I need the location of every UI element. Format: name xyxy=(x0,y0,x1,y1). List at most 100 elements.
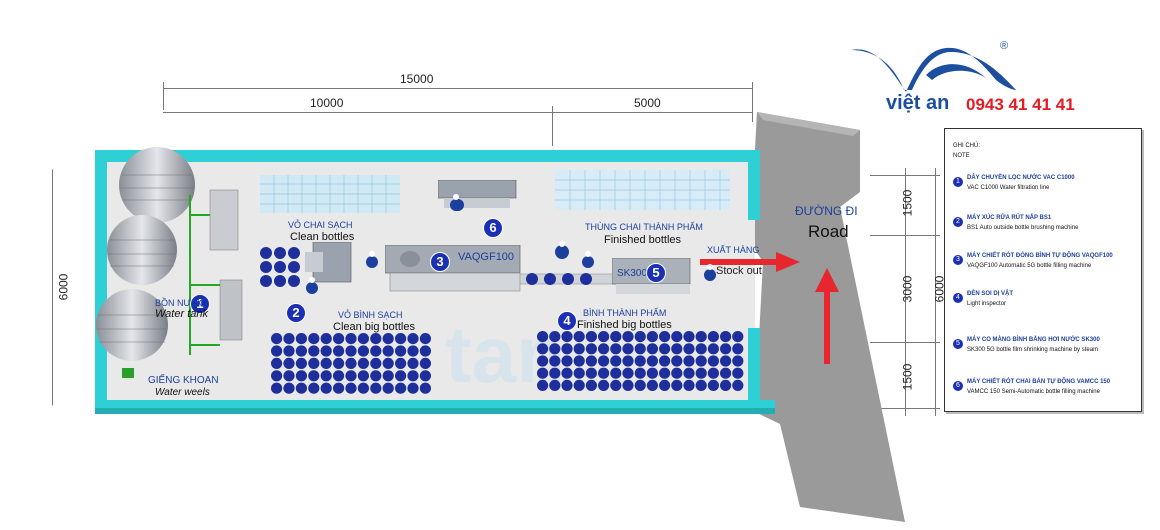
big-bottle xyxy=(707,367,719,379)
note-title-vi: GHI CHÚ: xyxy=(953,143,980,149)
big-bottle xyxy=(573,343,585,355)
big-bottle xyxy=(271,370,283,382)
big-bottle xyxy=(610,355,622,367)
big-bottle xyxy=(671,367,683,379)
big-bottle xyxy=(720,379,732,391)
big-bottle xyxy=(370,345,382,357)
big-bottle xyxy=(419,345,431,357)
big-bottle xyxy=(295,382,307,394)
big-bottle xyxy=(720,367,732,379)
big-bottle xyxy=(659,355,671,367)
big-bottle xyxy=(357,382,369,394)
label-water-wells-vi: GIẾNG KHOAN xyxy=(148,375,219,386)
big-bottle xyxy=(707,355,719,367)
big-bottle xyxy=(271,345,283,357)
big-bottle xyxy=(333,345,345,357)
big-bottle xyxy=(537,355,549,367)
big-bottle xyxy=(283,382,295,394)
big-bottle xyxy=(295,345,307,357)
big-bottle xyxy=(537,367,549,379)
note-panel: GHI CHÚ: NOTE 1 DÂY CHUYỀN LỌC NƯỚC VAC … xyxy=(944,128,1142,412)
big-bottle xyxy=(561,367,573,379)
big-bottle xyxy=(333,333,345,345)
dim-top-total: 15000 xyxy=(400,72,434,86)
big-bottle xyxy=(283,345,295,357)
big-bottle xyxy=(732,379,744,391)
big-bottle xyxy=(345,333,357,345)
big-bottle xyxy=(333,370,345,382)
big-bottle xyxy=(720,331,732,343)
finished-big-bottles-grid xyxy=(537,331,744,391)
stock-out-arrow xyxy=(700,252,800,272)
big-bottle xyxy=(271,357,283,369)
machine-2 xyxy=(305,242,352,283)
big-bottle xyxy=(395,382,407,394)
big-bottle xyxy=(610,379,622,391)
big-bottle xyxy=(561,379,573,391)
big-bottle xyxy=(622,367,634,379)
label-finished-bottles-vi: THÙNG CHAI THÀNH PHẨM xyxy=(585,222,703,232)
big-bottle xyxy=(308,345,320,357)
badge-machine-4: 4 xyxy=(557,311,577,331)
big-bottle xyxy=(695,331,707,343)
logo-registered: ® xyxy=(1000,40,1009,52)
big-bottle xyxy=(419,333,431,345)
big-bottle xyxy=(695,355,707,367)
road-label-vi: ĐƯỜNG ĐI xyxy=(795,204,858,218)
big-bottle xyxy=(537,379,549,391)
big-bottle xyxy=(407,345,419,357)
big-bottle xyxy=(419,370,431,382)
label-water-tank-vi: BỒN NƯỚC xyxy=(155,298,206,308)
big-bottle xyxy=(320,345,332,357)
big-bottle xyxy=(549,379,561,391)
big-bottle xyxy=(634,331,646,343)
big-bottle xyxy=(695,379,707,391)
big-bottle xyxy=(283,333,295,345)
big-bottle xyxy=(320,333,332,345)
big-bottle xyxy=(573,367,585,379)
big-bottle xyxy=(695,343,707,355)
big-bottle xyxy=(707,331,719,343)
big-bottle xyxy=(732,355,744,367)
big-bottle xyxy=(732,367,744,379)
big-bottle xyxy=(407,370,419,382)
big-bottle xyxy=(646,355,658,367)
big-bottle xyxy=(610,367,622,379)
big-bottle xyxy=(295,333,307,345)
big-bottle xyxy=(695,367,707,379)
big-bottle xyxy=(407,382,419,394)
big-bottle xyxy=(634,367,646,379)
big-bottle xyxy=(683,379,695,391)
label-water-wells-en: Water weels xyxy=(155,387,210,398)
clean-big-bottles-small-cluster xyxy=(260,247,300,287)
big-bottle xyxy=(720,343,732,355)
big-bottle xyxy=(634,343,646,355)
big-bottle xyxy=(537,331,549,343)
big-bottle xyxy=(646,343,658,355)
big-bottle xyxy=(549,355,561,367)
big-bottle xyxy=(320,382,332,394)
big-bottle xyxy=(598,331,610,343)
note-title-en: NOTE xyxy=(953,153,970,159)
big-bottle xyxy=(345,345,357,357)
big-bottle xyxy=(598,379,610,391)
big-bottle xyxy=(585,355,597,367)
label-clean-big-bottles-vi: VỎ BÌNH SẠCH xyxy=(338,310,403,320)
big-bottle xyxy=(370,370,382,382)
road-up-arrow xyxy=(815,268,839,364)
big-bottle xyxy=(308,370,320,382)
big-bottle xyxy=(295,357,307,369)
big-bottle xyxy=(549,367,561,379)
big-bottle xyxy=(320,370,332,382)
big-bottle xyxy=(634,355,646,367)
big-bottle xyxy=(659,331,671,343)
big-bottle xyxy=(308,357,320,369)
big-bottle xyxy=(646,331,658,343)
big-bottle xyxy=(732,343,744,355)
label-stock-out-vi: XUẤT HÀNG xyxy=(707,245,760,255)
clean-bottles-crates xyxy=(260,175,400,213)
big-bottle xyxy=(622,331,634,343)
big-bottle xyxy=(622,343,634,355)
big-bottle xyxy=(598,367,610,379)
big-bottle xyxy=(283,357,295,369)
